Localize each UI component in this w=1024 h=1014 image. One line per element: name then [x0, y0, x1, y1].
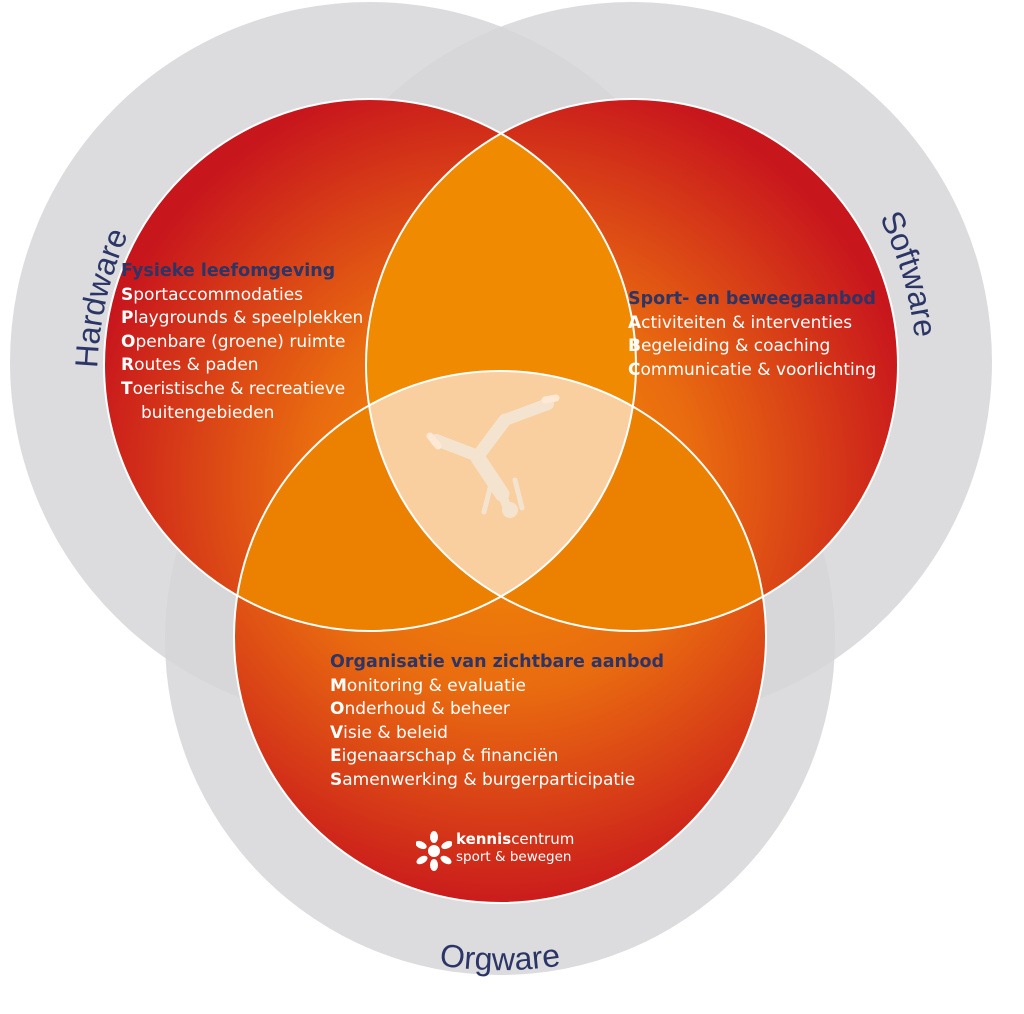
list-item: Communicatie & voorlichting [628, 359, 877, 380]
list-item: Samenwerking & burgerparticipatie [330, 769, 636, 790]
list-item: Playgrounds & speelplekken [121, 308, 364, 329]
left-circle-heading: Fysieke leefomgeving [121, 261, 336, 281]
list-item: Routes & paden [121, 355, 259, 376]
logo-line-2: sport & bewegen [456, 849, 572, 865]
list-item: Eigenaarschap & financiën [330, 746, 559, 767]
bottom-circle-heading: Organisatie van zichtbare aanbod [330, 652, 665, 672]
right-circle-heading: Sport- en beweegaanbod [628, 289, 876, 309]
bottom-circle-text: Organisatie van zichtbare aanbod Monitor… [330, 651, 664, 793]
list-item: Sportaccommodaties [121, 284, 304, 305]
list-item-continuation: buitengebieden [141, 402, 275, 423]
kenniscentrum-star-icon [416, 831, 452, 871]
handstand-figure-illustration [426, 394, 560, 518]
right-circle-text: Sport- en beweegaanbod Activiteiten & in… [628, 288, 876, 382]
circle-outlines [103, 98, 899, 904]
list-item: Monitoring & evaluatie [330, 675, 526, 696]
list-item: Begeleiding & coaching [628, 336, 831, 357]
list-item: Activiteiten & interventies [628, 312, 853, 333]
list-item: Visie & beleid [330, 722, 448, 743]
kenniscentrum-logo: kenniscentrum sport & bewegen [414, 827, 614, 877]
list-item: Onderhoud & beheer [330, 699, 510, 720]
list-item: Openbare (groene) ruimte [121, 331, 346, 352]
logo-line-1: kenniscentrum [456, 830, 575, 848]
ring-label-orgware: Orgware [438, 937, 562, 978]
left-circle-text: Fysieke leefomgeving Sportaccommodaties … [121, 260, 363, 425]
list-item: Toeristische & recreatieve [121, 378, 346, 399]
